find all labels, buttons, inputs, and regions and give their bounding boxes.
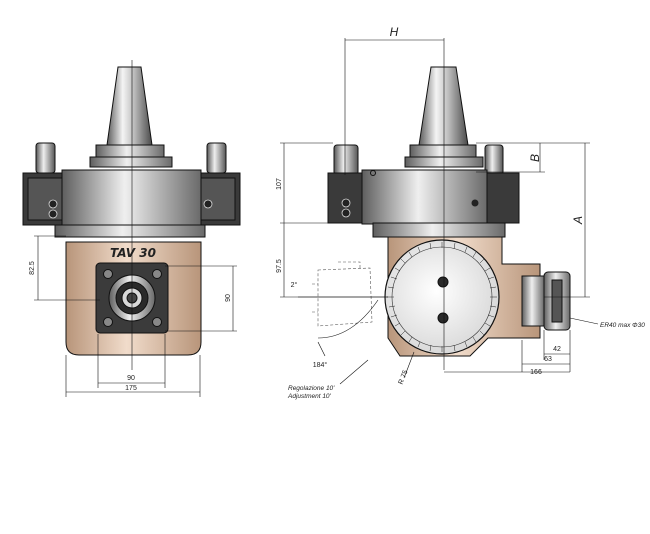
front-view: TAV 30 82.5 90 90 175: [22, 60, 241, 397]
pin-left: [35, 142, 56, 174]
collet-spec: ER40 max Φ30: [600, 322, 645, 329]
cone-base: [89, 156, 173, 168]
dim-63: 63: [544, 356, 552, 363]
adjustment-dial: [384, 239, 500, 355]
dim-r75: R 75: [398, 369, 410, 385]
adjust-note-en: Adjustment 10': [287, 393, 332, 400]
flange-hub: [61, 169, 202, 227]
model-label: TAV 30: [110, 246, 156, 260]
dim-107: 107: [276, 178, 283, 190]
dim-166: 166: [530, 369, 542, 376]
tilt-ghost: [312, 261, 373, 327]
dim-90-vertical: 90: [225, 294, 232, 302]
dim-b: B: [528, 154, 542, 162]
side-view: H B A 107 97.5 2° 184° R 75 166 63 42 ER…: [276, 25, 645, 400]
dim-184deg: 184°: [313, 361, 328, 369]
dim-h: H: [390, 25, 399, 39]
side-flange-hub: [361, 169, 488, 225]
side-pin-right: [484, 144, 504, 176]
output-spindle: [521, 275, 545, 327]
dim-42: 42: [553, 346, 561, 353]
cone-collar: [95, 144, 165, 158]
dial-screw-top: [437, 276, 449, 288]
dim-2deg: 2°: [291, 281, 298, 289]
dial-scale: [387, 242, 497, 352]
dim-82-5: 82.5: [29, 261, 36, 275]
dim-a: A: [571, 216, 585, 225]
side-pin-left: [333, 144, 359, 176]
adjust-note-it: Regolazione 10': [288, 385, 335, 392]
taper-cone: [106, 66, 153, 146]
pin-right: [206, 142, 227, 174]
side-taper-cone: [418, 66, 469, 146]
dim-97-5: 97.5: [276, 259, 283, 273]
dial-screw-bottom: [437, 312, 449, 324]
dim-175: 175: [125, 385, 137, 392]
dim-90-horizontal: 90: [127, 375, 135, 382]
